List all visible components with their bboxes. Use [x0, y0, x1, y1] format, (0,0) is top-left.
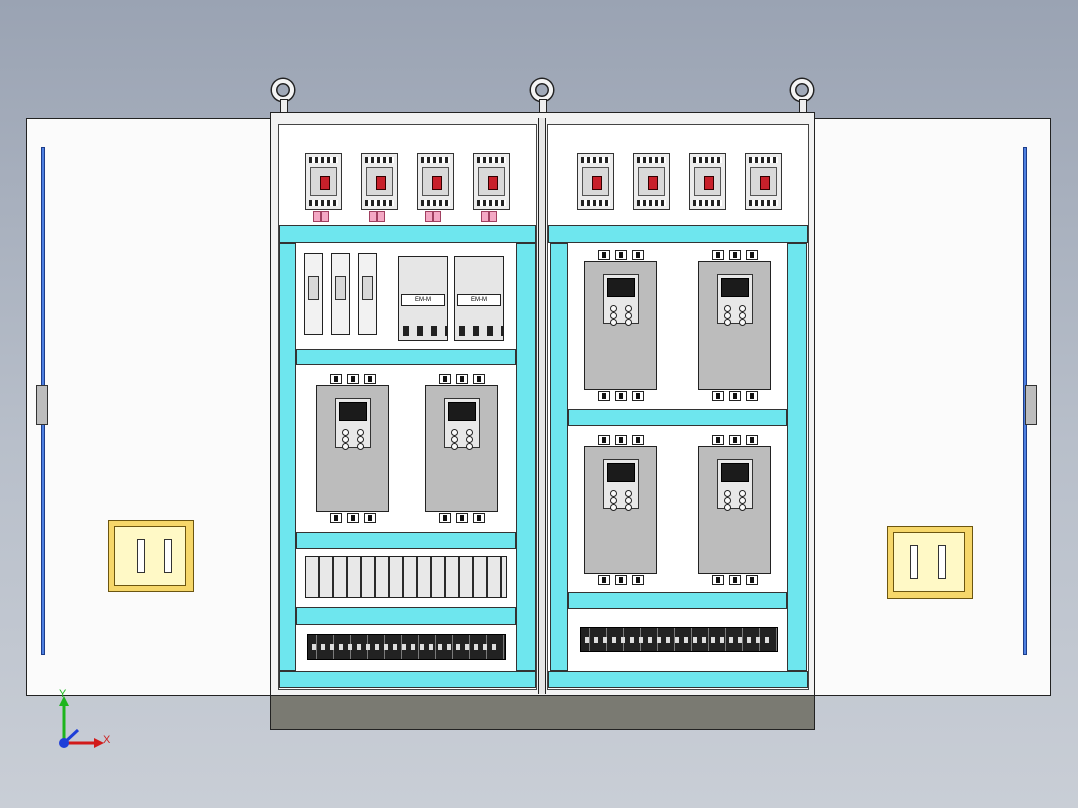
pink-terminal — [425, 211, 433, 222]
left-terminal-strip — [307, 634, 506, 660]
y-axis-label: Y — [59, 688, 67, 700]
pink-terminal — [377, 211, 385, 222]
eyebolt-center — [531, 79, 553, 101]
left-door-latch[interactable] — [36, 385, 48, 425]
right-pocket-card — [893, 532, 965, 592]
x-axis-label: X — [103, 734, 111, 746]
right-rail-side-right — [787, 243, 807, 671]
right-rail-mid-1 — [568, 409, 787, 426]
right-drive-3[interactable] — [584, 446, 657, 574]
left-rail-mid-3 — [296, 607, 516, 625]
left-rail-bottom — [279, 671, 536, 688]
left-rail-side-left — [279, 243, 296, 671]
right-document-pocket[interactable] — [887, 526, 973, 599]
right-drive-2[interactable] — [698, 261, 771, 390]
left-breaker-3[interactable] — [417, 153, 454, 210]
contactor-2[interactable]: EM-M — [454, 256, 504, 341]
right-rail-bottom — [548, 671, 808, 688]
left-rail-top — [279, 225, 536, 243]
eyebolt-right — [791, 79, 813, 101]
contactor-1[interactable]: EM-M — [398, 256, 448, 341]
left-drive-2[interactable] — [425, 385, 498, 512]
pink-terminal — [313, 211, 321, 222]
right-rail-mid-2 — [568, 592, 787, 609]
center-divider — [538, 118, 546, 694]
contactor-2-label: EM-M — [457, 294, 501, 306]
left-document-pocket[interactable] — [108, 520, 194, 592]
cabinet-plinth — [270, 695, 815, 730]
left-pocket-slot-2 — [164, 539, 172, 573]
right-door[interactable] — [812, 118, 1051, 696]
coordinate-axis-icon — [59, 696, 104, 748]
pink-terminal — [321, 211, 329, 222]
right-drive-4[interactable] — [698, 446, 771, 574]
right-breaker-1[interactable] — [577, 153, 614, 210]
pink-terminal — [433, 211, 441, 222]
contactor-1-label: EM-M — [401, 294, 445, 306]
left-rail-side-right — [516, 243, 536, 671]
right-breaker-3[interactable] — [689, 153, 726, 210]
left-rail-mid-2 — [296, 532, 516, 549]
right-drive-1[interactable] — [584, 261, 657, 390]
pink-terminal — [489, 211, 497, 222]
left-rail-mid-1 — [296, 349, 516, 365]
eyebolt-left — [272, 79, 294, 101]
left-breaker-2[interactable] — [361, 153, 398, 210]
right-pocket-slot-2 — [938, 545, 946, 579]
right-rail-top — [548, 225, 808, 243]
left-pocket-slot-1 — [137, 539, 145, 573]
left-breaker-1[interactable] — [305, 153, 342, 210]
right-terminal-strip — [580, 627, 778, 652]
right-pocket-slot-1 — [910, 545, 918, 579]
right-rail-side-left — [550, 243, 568, 671]
right-door-latch[interactable] — [1025, 385, 1037, 425]
left-door[interactable] — [26, 118, 272, 696]
fuse-holder-3[interactable] — [358, 253, 377, 335]
pink-terminal — [369, 211, 377, 222]
left-breaker-4[interactable] — [473, 153, 510, 210]
fuse-holder-2[interactable] — [331, 253, 350, 335]
right-breaker-4[interactable] — [745, 153, 782, 210]
left-pocket-card — [114, 526, 186, 586]
relay-bank[interactable] — [305, 556, 507, 598]
left-drive-1[interactable] — [316, 385, 389, 512]
fuse-holder-1[interactable] — [304, 253, 323, 335]
pink-terminal — [481, 211, 489, 222]
right-breaker-2[interactable] — [633, 153, 670, 210]
